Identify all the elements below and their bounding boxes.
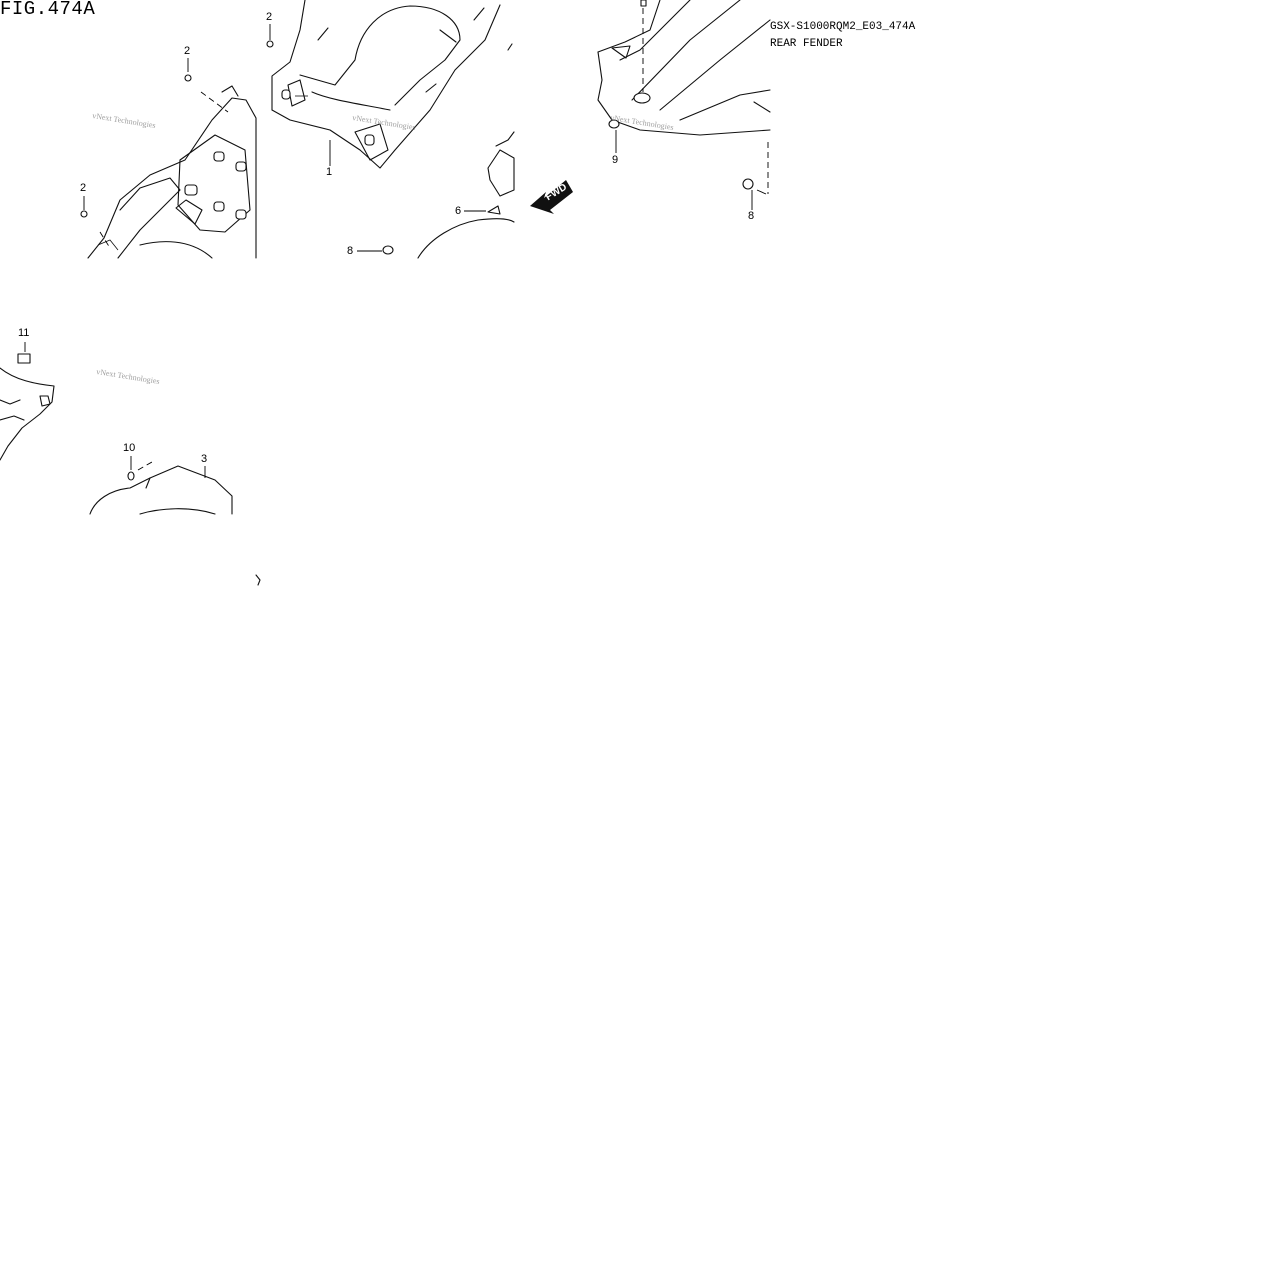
callout-9-bolt[interactable]: 9 bbox=[612, 154, 619, 166]
figure-title: FIG.474A bbox=[0, 0, 96, 20]
rear-fender-bracket-art bbox=[87, 85, 257, 259]
callout-8-clip-left[interactable]: 8 bbox=[347, 245, 354, 257]
fasteners-art bbox=[80, 0, 754, 586]
leader-lines bbox=[24, 8, 769, 478]
callout-11-cushion[interactable]: 11 bbox=[18, 327, 30, 339]
rear-fender-rear-art bbox=[597, 0, 771, 136]
rear-fender-lower-art bbox=[89, 465, 233, 515]
callout-6-screw[interactable]: 6 bbox=[455, 205, 462, 217]
callout-2-bracket-screw[interactable]: 2 bbox=[184, 45, 191, 57]
callout-2-lower-screw[interactable]: 2 bbox=[80, 182, 87, 194]
rear-fender-upper-art bbox=[271, 0, 513, 169]
side-bracket-art bbox=[417, 131, 515, 259]
forward-direction-arrow bbox=[530, 180, 573, 214]
callout-3-rear-fender-lower[interactable]: 3 bbox=[201, 453, 208, 465]
callout-1-rear-fender-upper[interactable]: 1 bbox=[326, 166, 333, 178]
callout-2-fender-screw[interactable]: 2 bbox=[266, 11, 273, 23]
callout-8-clip-right[interactable]: 8 bbox=[748, 210, 755, 222]
callout-10-nut[interactable]: 10 bbox=[123, 442, 136, 454]
side-cover-art bbox=[0, 353, 55, 461]
model-code: GSX-S1000RQM2_E03_474A bbox=[770, 21, 916, 33]
section-name: REAR FENDER bbox=[770, 38, 843, 50]
